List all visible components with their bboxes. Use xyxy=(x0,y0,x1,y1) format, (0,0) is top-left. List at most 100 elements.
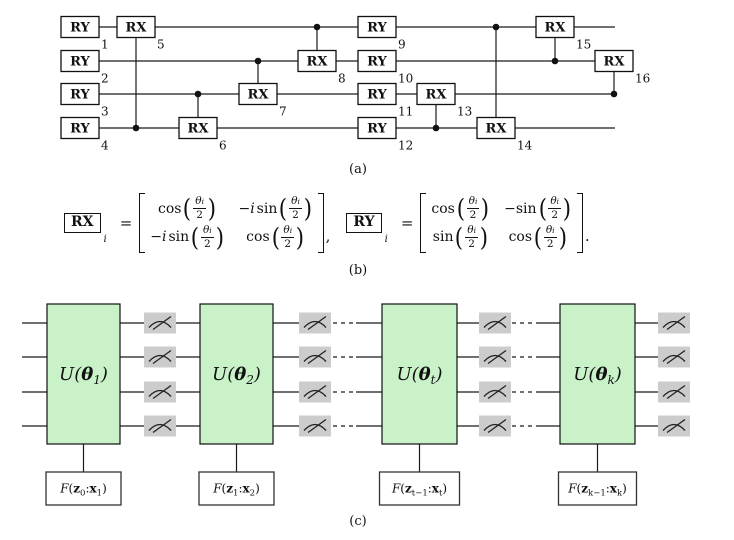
meter-arc-icon xyxy=(148,423,172,431)
meter-needle-icon xyxy=(487,418,507,434)
measurement-box xyxy=(658,346,690,368)
meter-needle-icon xyxy=(666,418,686,434)
unitary-block-U-k: U(θk) F(zk−1:xk) xyxy=(557,303,638,506)
meter-arc-icon xyxy=(483,354,507,362)
meter-arc-icon xyxy=(483,389,507,397)
gate-label: RX xyxy=(604,55,626,70)
gate-RX-5: RX5 xyxy=(116,15,165,132)
fidelity-label: F(z1:x2) xyxy=(212,482,260,499)
meter-needle-icon xyxy=(152,384,172,400)
equals-sign: = xyxy=(119,214,133,232)
gate-RY-3: RY3 xyxy=(60,82,109,119)
control-dot xyxy=(194,90,202,98)
punctuation: , xyxy=(325,226,331,245)
gate-number: 5 xyxy=(157,38,165,52)
gate-label: RY xyxy=(367,21,387,36)
fidelity-box xyxy=(378,471,461,506)
unitary-label: U(θk) xyxy=(573,364,622,387)
meter-arc-icon xyxy=(303,423,327,431)
gate-number: 11 xyxy=(398,105,413,119)
gate-number: 16 xyxy=(635,72,650,86)
meter-needle-icon xyxy=(152,418,172,434)
boxed-gate-RY: RY xyxy=(346,213,382,233)
gate-number: 8 xyxy=(338,72,346,86)
fidelity-box xyxy=(45,471,122,506)
gate-label: RX xyxy=(307,55,329,70)
meter-arc-icon xyxy=(303,389,327,397)
gate-number: 12 xyxy=(398,139,413,153)
gate-label: RX xyxy=(486,122,508,137)
meter-needle-icon xyxy=(307,418,327,434)
gate-RX-8: RX 8 xyxy=(297,23,346,86)
gate-RX-7: RX7 xyxy=(238,57,287,119)
meter-arc-icon xyxy=(148,389,172,397)
fidelity-label: F(z0:x1) xyxy=(59,482,107,499)
gate-number: 9 xyxy=(398,38,406,52)
gate-number: 2 xyxy=(101,72,109,86)
gate-RY-4: RY4 xyxy=(60,116,109,153)
measurement-box xyxy=(658,415,690,437)
measurement-box xyxy=(299,415,331,437)
gate-label: RY xyxy=(367,88,387,103)
measurement-box xyxy=(479,312,511,334)
meter-arc-icon xyxy=(303,320,327,328)
gate-label: RY xyxy=(367,55,387,70)
measurement-box xyxy=(479,346,511,368)
gate-label: RX xyxy=(545,21,567,36)
caption-a: (a) xyxy=(349,162,367,177)
measurement-box xyxy=(144,346,176,368)
boxed-gate-RX: RX xyxy=(64,213,101,233)
meter-needle-icon xyxy=(666,384,686,400)
measurement-box xyxy=(658,381,690,403)
meter-needle-icon xyxy=(152,349,172,365)
unitary-label: U(θ2) xyxy=(212,364,261,387)
control-dot xyxy=(132,124,140,132)
meter-arc-icon xyxy=(662,423,686,431)
bracket-right xyxy=(576,193,583,253)
gate-number: 4 xyxy=(101,139,109,153)
meter-needle-icon xyxy=(152,315,172,331)
measurement-box xyxy=(658,312,690,334)
control-dot xyxy=(313,23,321,31)
meter-arc-icon xyxy=(662,389,686,397)
gate-label: RX xyxy=(248,88,270,103)
unitary-block-U-2: U(θ2) F(z1:x2) xyxy=(198,303,275,506)
fidelity-label: F(zk−1:xk) xyxy=(567,482,627,499)
meter-needle-icon xyxy=(666,349,686,365)
gate-number: 15 xyxy=(576,38,591,52)
gate-label: RY xyxy=(70,21,90,36)
measurement-box xyxy=(299,346,331,368)
gate-RY-9: RY 9 xyxy=(357,15,406,52)
meter-needle-icon xyxy=(487,315,507,331)
meter-needle-icon xyxy=(307,315,327,331)
control-dot xyxy=(551,57,559,65)
caption-b: (b) xyxy=(348,263,368,278)
gate-number: 3 xyxy=(101,105,109,119)
measurement-box xyxy=(299,312,331,334)
fidelity-box xyxy=(198,471,275,506)
unitary-block-U-t: U(θt)F(zt−1:xt) xyxy=(378,303,461,506)
gate-label: RY xyxy=(70,55,90,70)
fidelity-box xyxy=(557,471,638,506)
caption-c: (c) xyxy=(349,514,367,529)
